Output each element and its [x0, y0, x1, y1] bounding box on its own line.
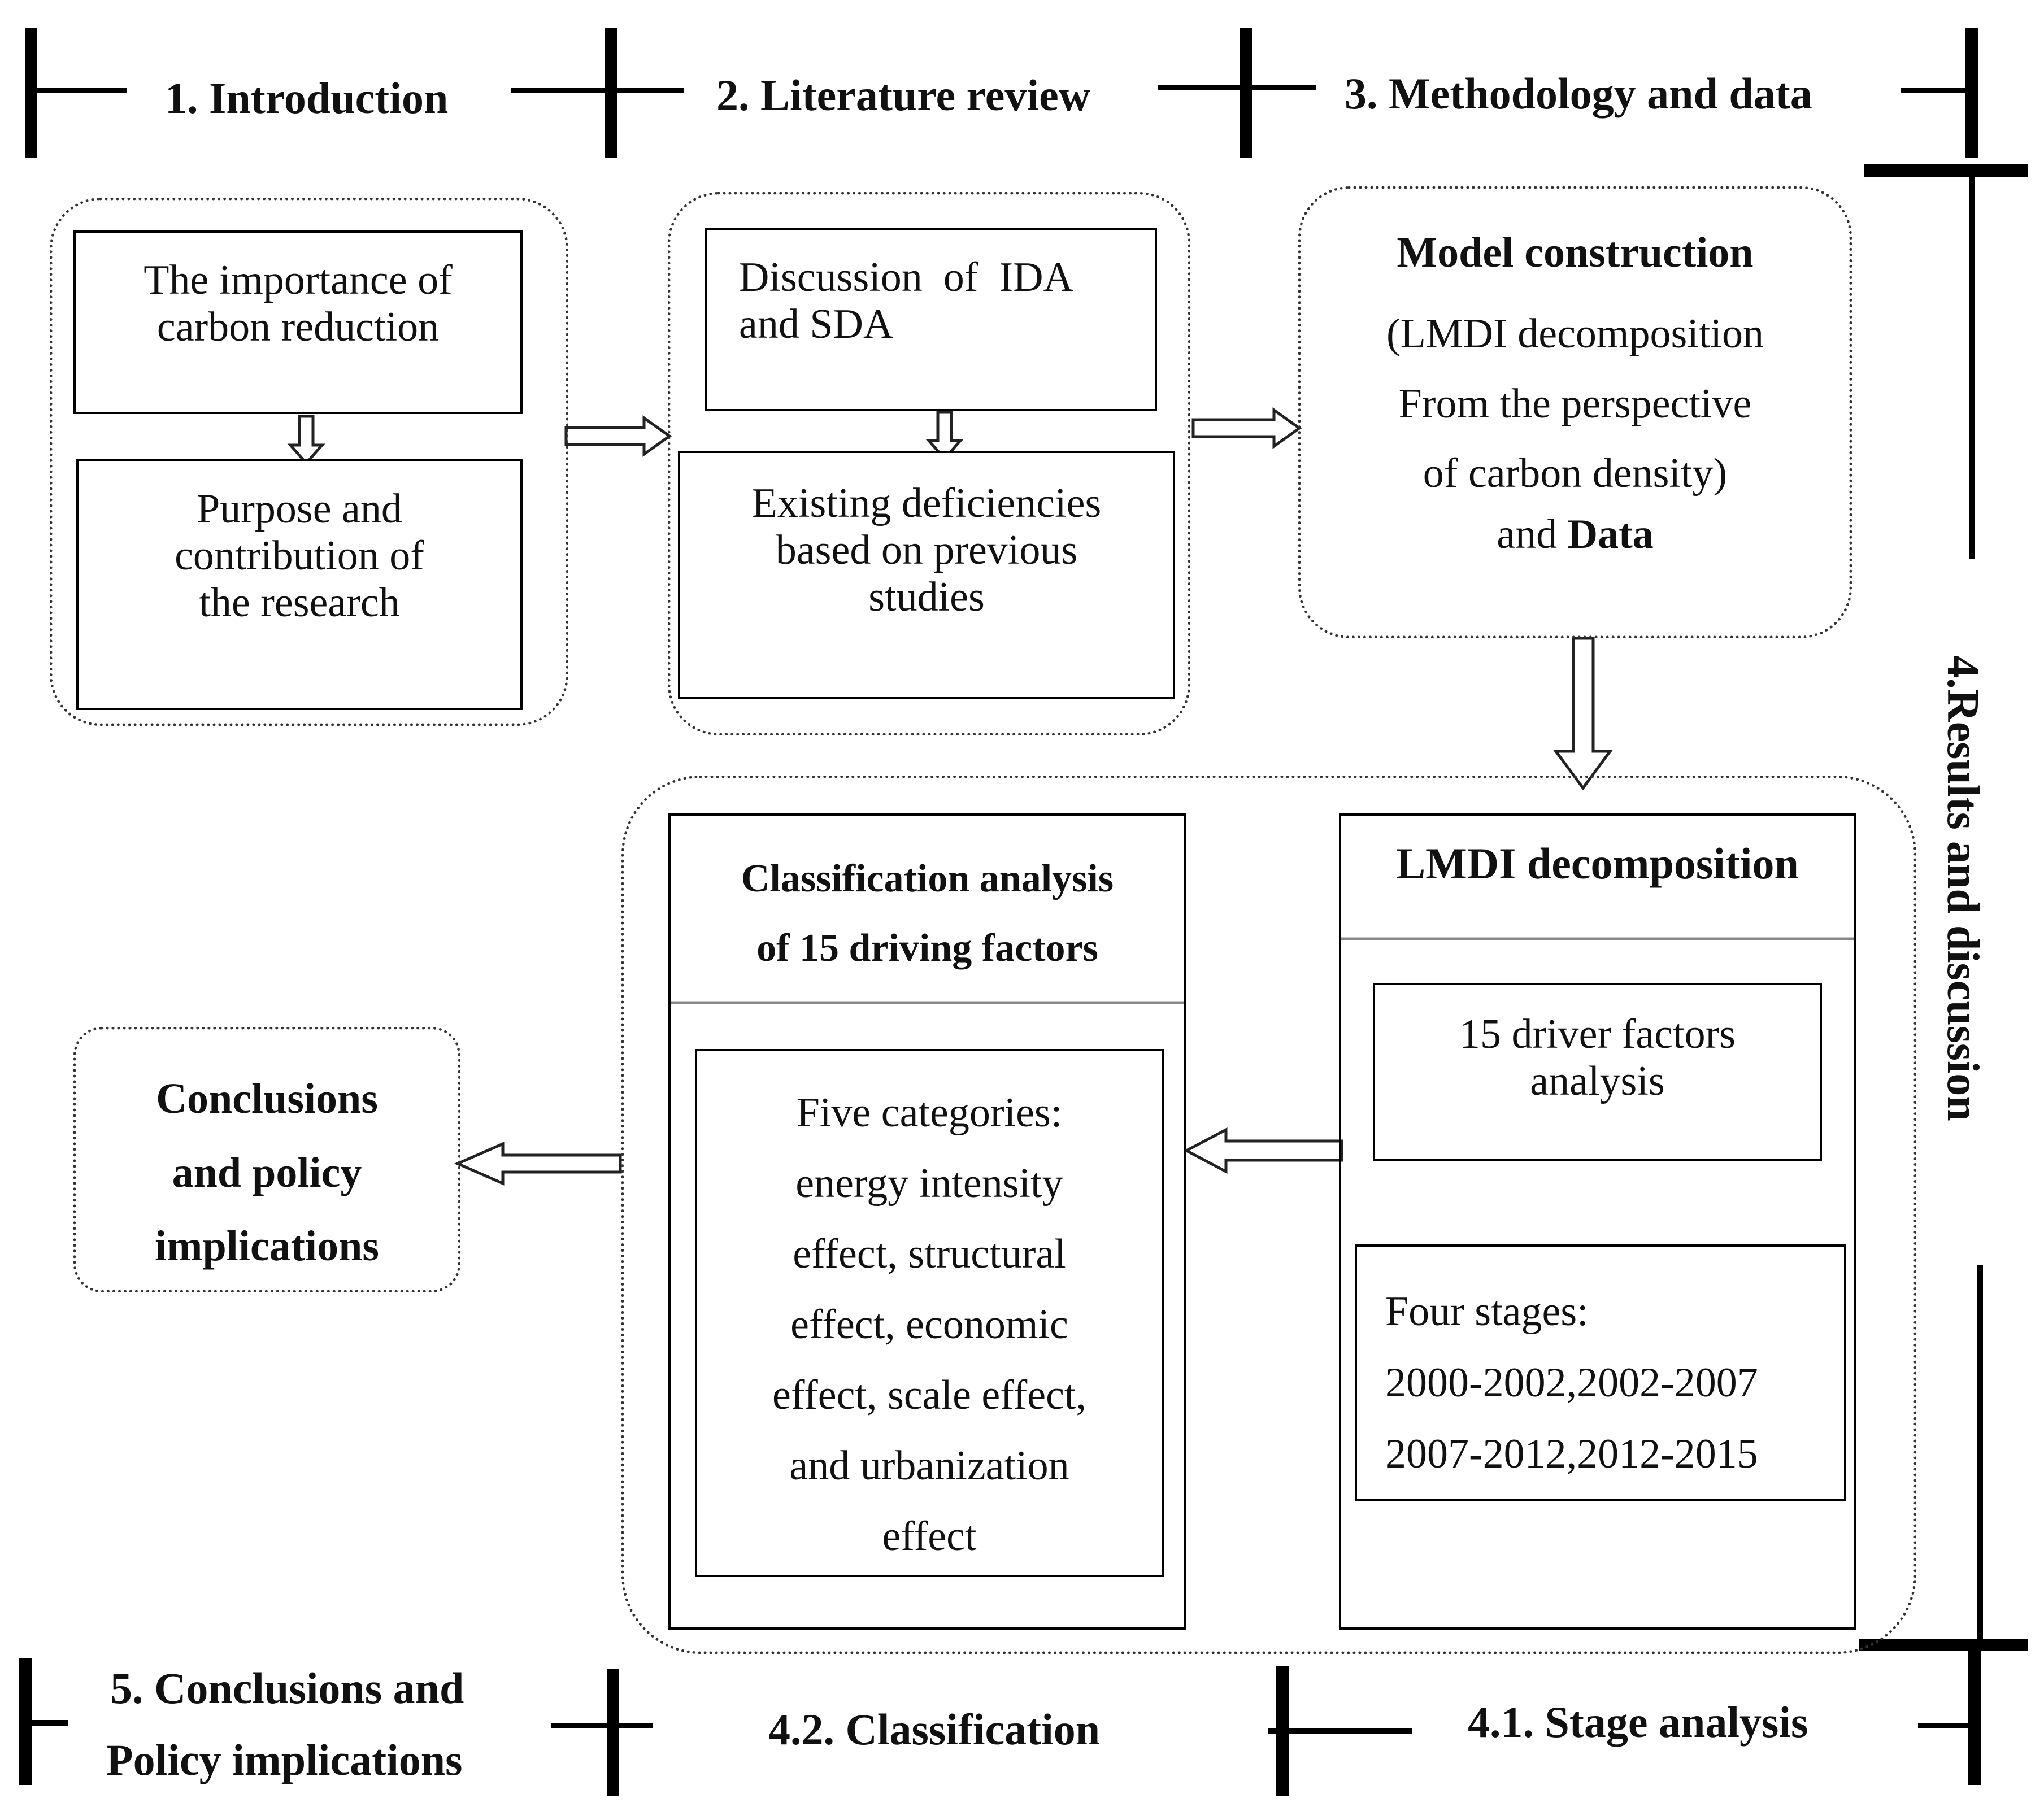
review-ida-sda-text: Discussion of IDA and SDA — [739, 254, 1073, 347]
arrow-down-icon — [925, 411, 964, 461]
section-introduction: 1. Introduction — [165, 73, 449, 123]
methodology-group — [1298, 186, 1852, 638]
section-conclusions-line2: Policy implications — [106, 1735, 463, 1784]
classification-categories-box — [695, 1049, 1164, 1577]
intro-purpose-text: Purpose and contribution of the research — [175, 486, 424, 626]
intro-box-purpose — [76, 459, 523, 710]
method-and-data: and Data — [1298, 511, 1852, 558]
arrow-left-icon — [1183, 1127, 1343, 1174]
section-literature-review: 2. Literature review — [716, 71, 1091, 120]
conclusions-text: Conclusions and policy implications — [155, 1075, 379, 1270]
classification-panel — [668, 813, 1186, 1630]
lmdi-title: LMDI decomposition — [1396, 839, 1799, 888]
classification-title: Classification analysis of 15 driving fa… — [741, 857, 1114, 970]
section-classification: 4.2. Classification — [768, 1705, 1101, 1754]
lmdi-panel — [1339, 813, 1856, 1630]
review-box-ida-sda — [705, 228, 1157, 411]
arrow-down-icon — [287, 415, 325, 465]
intro-importance-text: The importance of carbon reduction — [143, 257, 453, 350]
arrow-left-icon — [454, 1142, 622, 1186]
lmdi-stages-text: Four stages: 2000-2002,2002-2007 2007-20… — [1385, 1288, 1758, 1477]
intro-box-importance — [73, 230, 523, 414]
section-conclusions-line1: 5. Conclusions and — [110, 1664, 464, 1713]
method-and-label: and — [1497, 511, 1568, 558]
conclusions-group — [73, 1027, 460, 1292]
section-results-discussion: 4.Results and discussion — [1938, 655, 1988, 1121]
lmdi-stages-box — [1355, 1244, 1846, 1501]
lmdi-factors-box — [1373, 983, 1822, 1161]
review-box-deficiencies — [678, 451, 1175, 699]
method-body: (LMDI decomposition From the perspective… — [1386, 311, 1764, 497]
section-methodology: 3. Methodology and data — [1345, 69, 1812, 118]
arrow-right-icon — [564, 415, 672, 457]
section-stage-analysis: 4.1. Stage analysis — [1468, 1697, 1808, 1747]
literature-review-group — [668, 192, 1190, 735]
lmdi-factors-text: 15 driver factors analysis — [1459, 1011, 1736, 1104]
arrow-right-icon — [1191, 407, 1302, 449]
arrow-down-icon — [1553, 637, 1613, 791]
method-data-label: Data — [1567, 511, 1654, 558]
review-deficiencies-text: Existing deficiencies based on previous … — [751, 480, 1102, 620]
method-title: Model construction — [1397, 229, 1754, 276]
classification-categories-text: Five categories: energy intensity effect… — [772, 1090, 1086, 1560]
results-group — [621, 776, 1916, 1654]
introduction-group — [50, 198, 568, 726]
